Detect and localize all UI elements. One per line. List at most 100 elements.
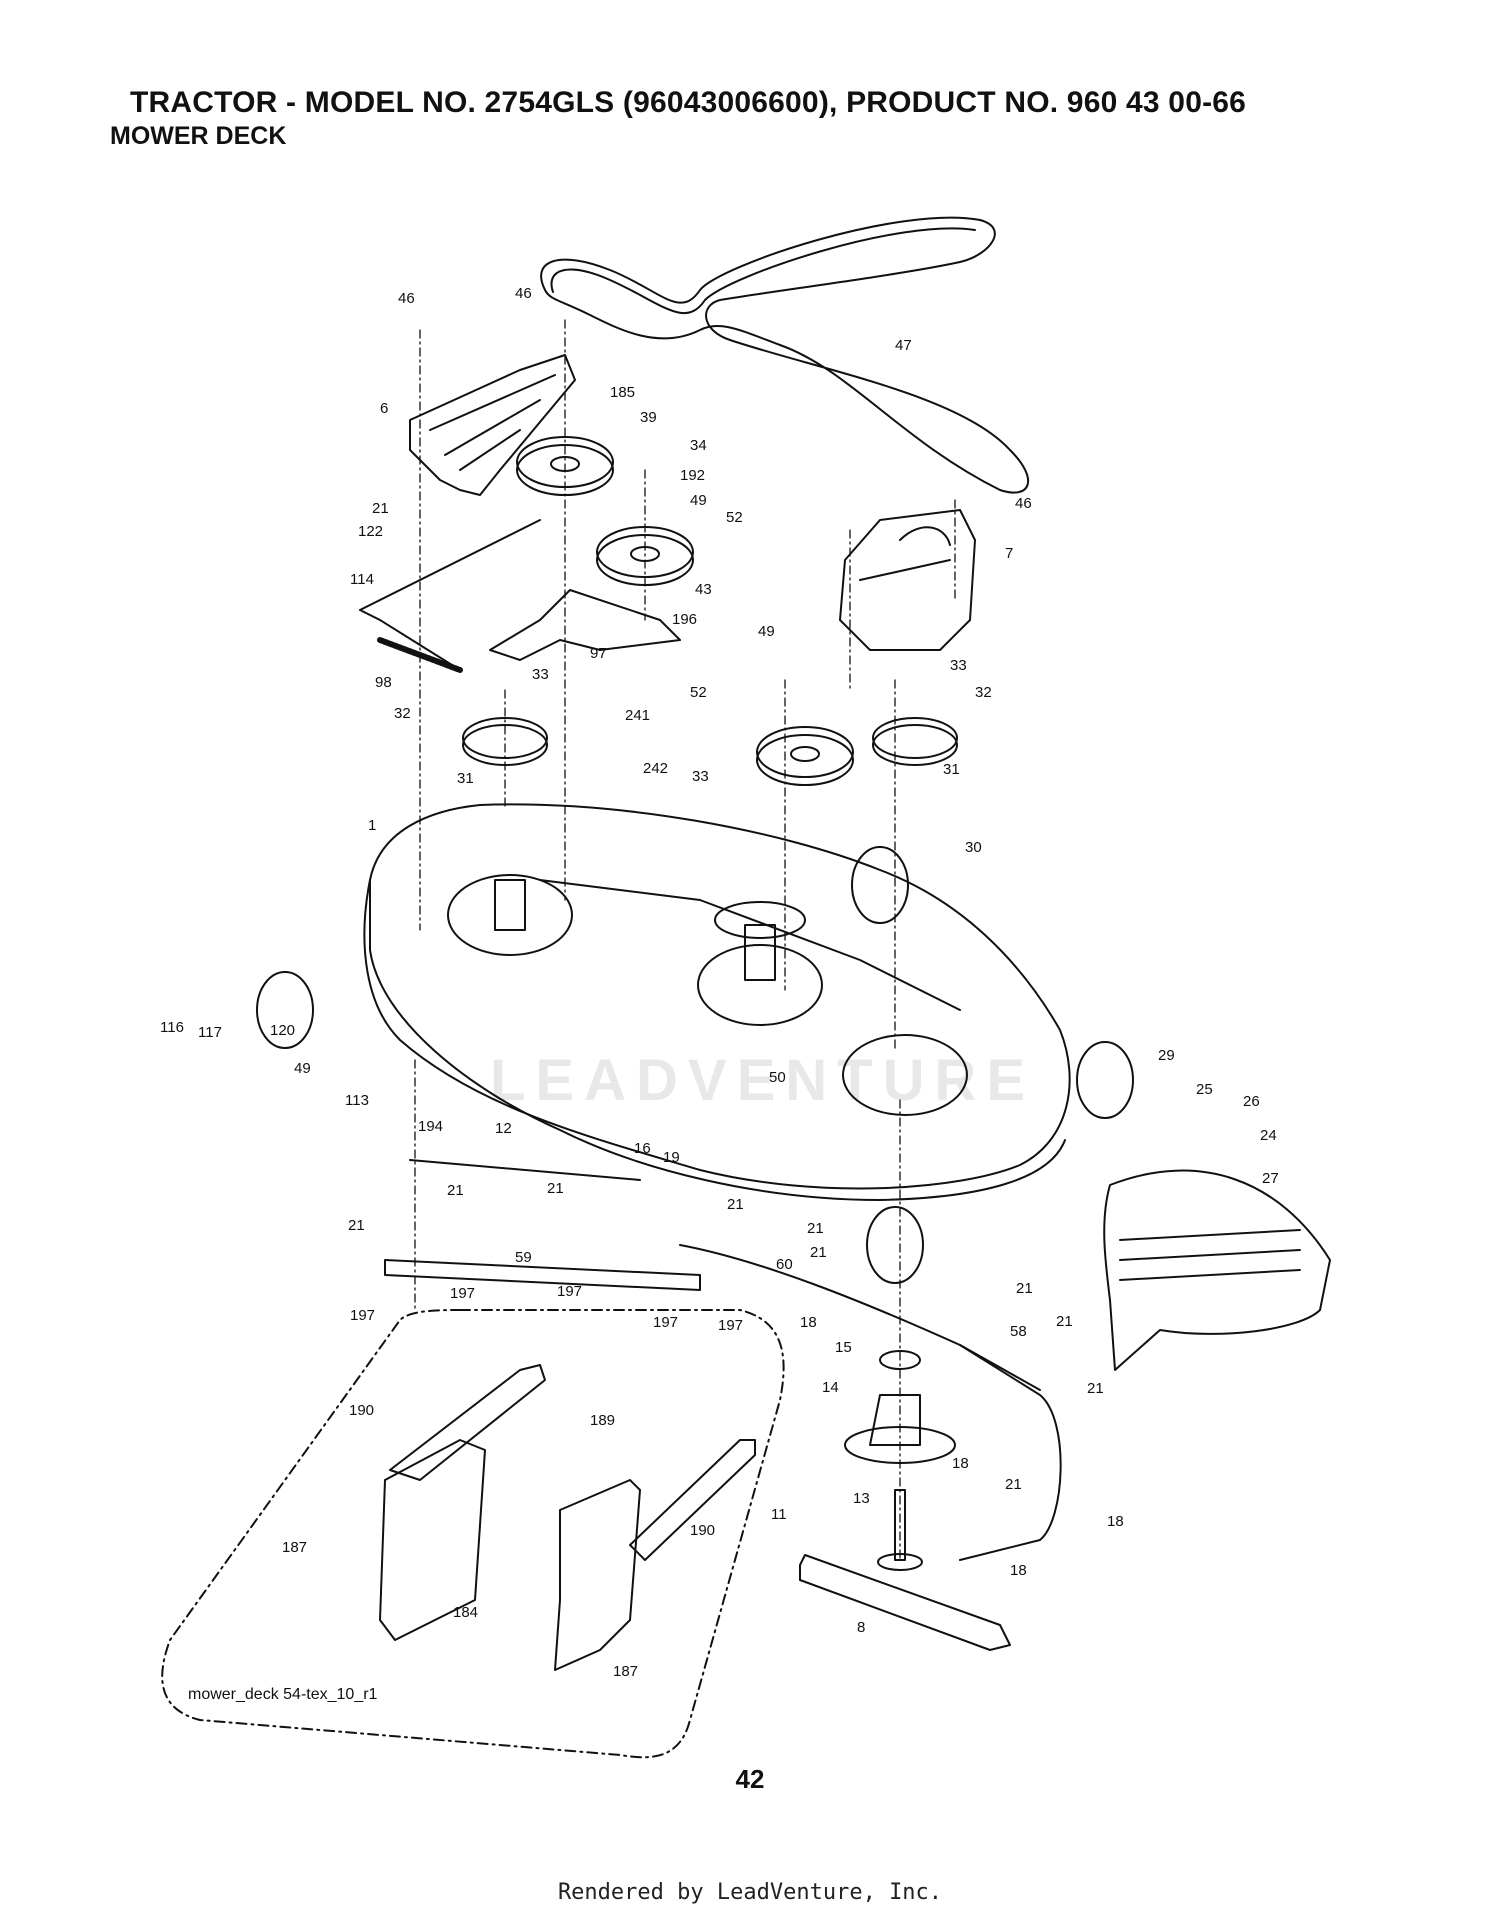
callout: 21 [1005, 1476, 1022, 1493]
callout: 187 [613, 1663, 638, 1680]
deck-rod [409, 1159, 641, 1181]
callout: 18 [800, 1314, 817, 1331]
callout: 13 [853, 1490, 870, 1507]
callout: 197 [450, 1285, 475, 1302]
callout: 120 [270, 1022, 295, 1039]
callout: 7 [1005, 545, 1013, 562]
callout-labels: 46 46 47 6 185 39 34 192 49 52 46 7 21 1… [160, 285, 1279, 1680]
callout: 98 [375, 674, 392, 691]
callout: 33 [532, 666, 549, 683]
section-title: MOWER DECK [110, 122, 287, 150]
callout: 32 [394, 705, 411, 722]
inset-boundary [161, 1309, 785, 1759]
callout: 21 [447, 1182, 464, 1199]
callout: 31 [943, 761, 960, 778]
callout: 192 [680, 467, 705, 484]
deck-link-59 [384, 1259, 701, 1291]
callout: 190 [349, 1402, 374, 1419]
spindle-pulley-right [872, 724, 958, 766]
callout: 15 [835, 1339, 852, 1356]
callout: 21 [727, 1196, 744, 1213]
gauge-wheel-right [1076, 1041, 1134, 1119]
callout: 113 [345, 1092, 369, 1109]
callout: 21 [372, 500, 389, 517]
callout: 14 [822, 1379, 839, 1396]
callout: 184 [453, 1604, 478, 1621]
callout: 46 [398, 290, 415, 307]
mounting-bracket-left [379, 1439, 486, 1641]
callout: 49 [758, 623, 775, 640]
callout: 39 [640, 409, 657, 426]
callout: 49 [690, 492, 707, 509]
callout: 122 [358, 523, 383, 540]
callout: 31 [457, 770, 474, 787]
spindle-housing [869, 1394, 921, 1446]
callout: 47 [895, 337, 912, 354]
deck-link-60 [679, 1244, 1041, 1391]
callout: 29 [1158, 1047, 1175, 1064]
callout: 46 [1015, 495, 1032, 512]
mower-deck-housing [363, 803, 1071, 1190]
callout: 21 [810, 1244, 827, 1261]
callout: 60 [776, 1256, 793, 1273]
spindle-shaft [894, 1489, 906, 1561]
callout: 21 [1087, 1380, 1104, 1397]
callout: 33 [692, 768, 709, 785]
page-number: 42 [735, 1764, 765, 1794]
callout: 185 [610, 384, 635, 401]
spindle-bearing [879, 1350, 921, 1370]
drive-belt [540, 216, 1030, 494]
callout: 30 [965, 839, 982, 856]
idler-pulley-52-lower [756, 734, 854, 786]
callout: 197 [653, 1314, 678, 1331]
callout: 197 [350, 1307, 375, 1324]
callout: 18 [1010, 1562, 1027, 1579]
callout: 34 [690, 437, 707, 454]
callout: 241 [625, 707, 650, 724]
callout: 52 [690, 684, 707, 701]
idler-rod [359, 519, 541, 671]
mower-blade [799, 1554, 1011, 1651]
callout: 8 [857, 1619, 865, 1636]
callout: 116 [160, 1019, 184, 1036]
callout: 114 [350, 571, 374, 588]
callout: 26 [1243, 1093, 1260, 1110]
callout: 27 [1262, 1170, 1279, 1187]
callout: 18 [952, 1455, 969, 1472]
callout: 58 [1010, 1323, 1027, 1340]
callout: 1 [368, 817, 376, 834]
callout: 21 [807, 1220, 824, 1237]
belt-cover-right [839, 509, 976, 651]
callout: 46 [515, 285, 532, 302]
callout: 242 [643, 760, 668, 777]
mounting-bracket-right [554, 1479, 641, 1671]
watermark-text: LEADVENTURE [490, 1048, 1035, 1113]
callout: 52 [726, 509, 743, 526]
callout: 190 [690, 1522, 715, 1539]
callout: 117 [198, 1024, 222, 1041]
discharge-deflector [1103, 1169, 1331, 1371]
gauge-wheel-rear [851, 846, 909, 924]
lift-arm-right [629, 1439, 756, 1561]
callout: 21 [1016, 1280, 1033, 1297]
callout: 25 [1196, 1081, 1213, 1098]
callout: 49 [294, 1060, 311, 1077]
callout: 21 [1056, 1313, 1073, 1330]
idler-arm [489, 589, 681, 661]
callout: 197 [557, 1283, 582, 1300]
callout: 11 [771, 1506, 787, 1523]
callout: 21 [348, 1217, 365, 1234]
callout: 21 [547, 1180, 564, 1197]
callout: 43 [695, 581, 712, 598]
gauge-wheel-left [256, 971, 314, 1049]
callout: 19 [663, 1149, 680, 1166]
callout: 24 [1260, 1127, 1277, 1144]
deck-link-58 [959, 1344, 1062, 1561]
callout: 32 [975, 684, 992, 701]
callout: 194 [418, 1118, 443, 1135]
callout: 50 [769, 1069, 786, 1086]
belt-cover-left [409, 354, 576, 496]
page-title: TRACTOR - MODEL NO. 2754GLS (96043006600… [130, 86, 1247, 119]
callout: 189 [590, 1412, 615, 1429]
